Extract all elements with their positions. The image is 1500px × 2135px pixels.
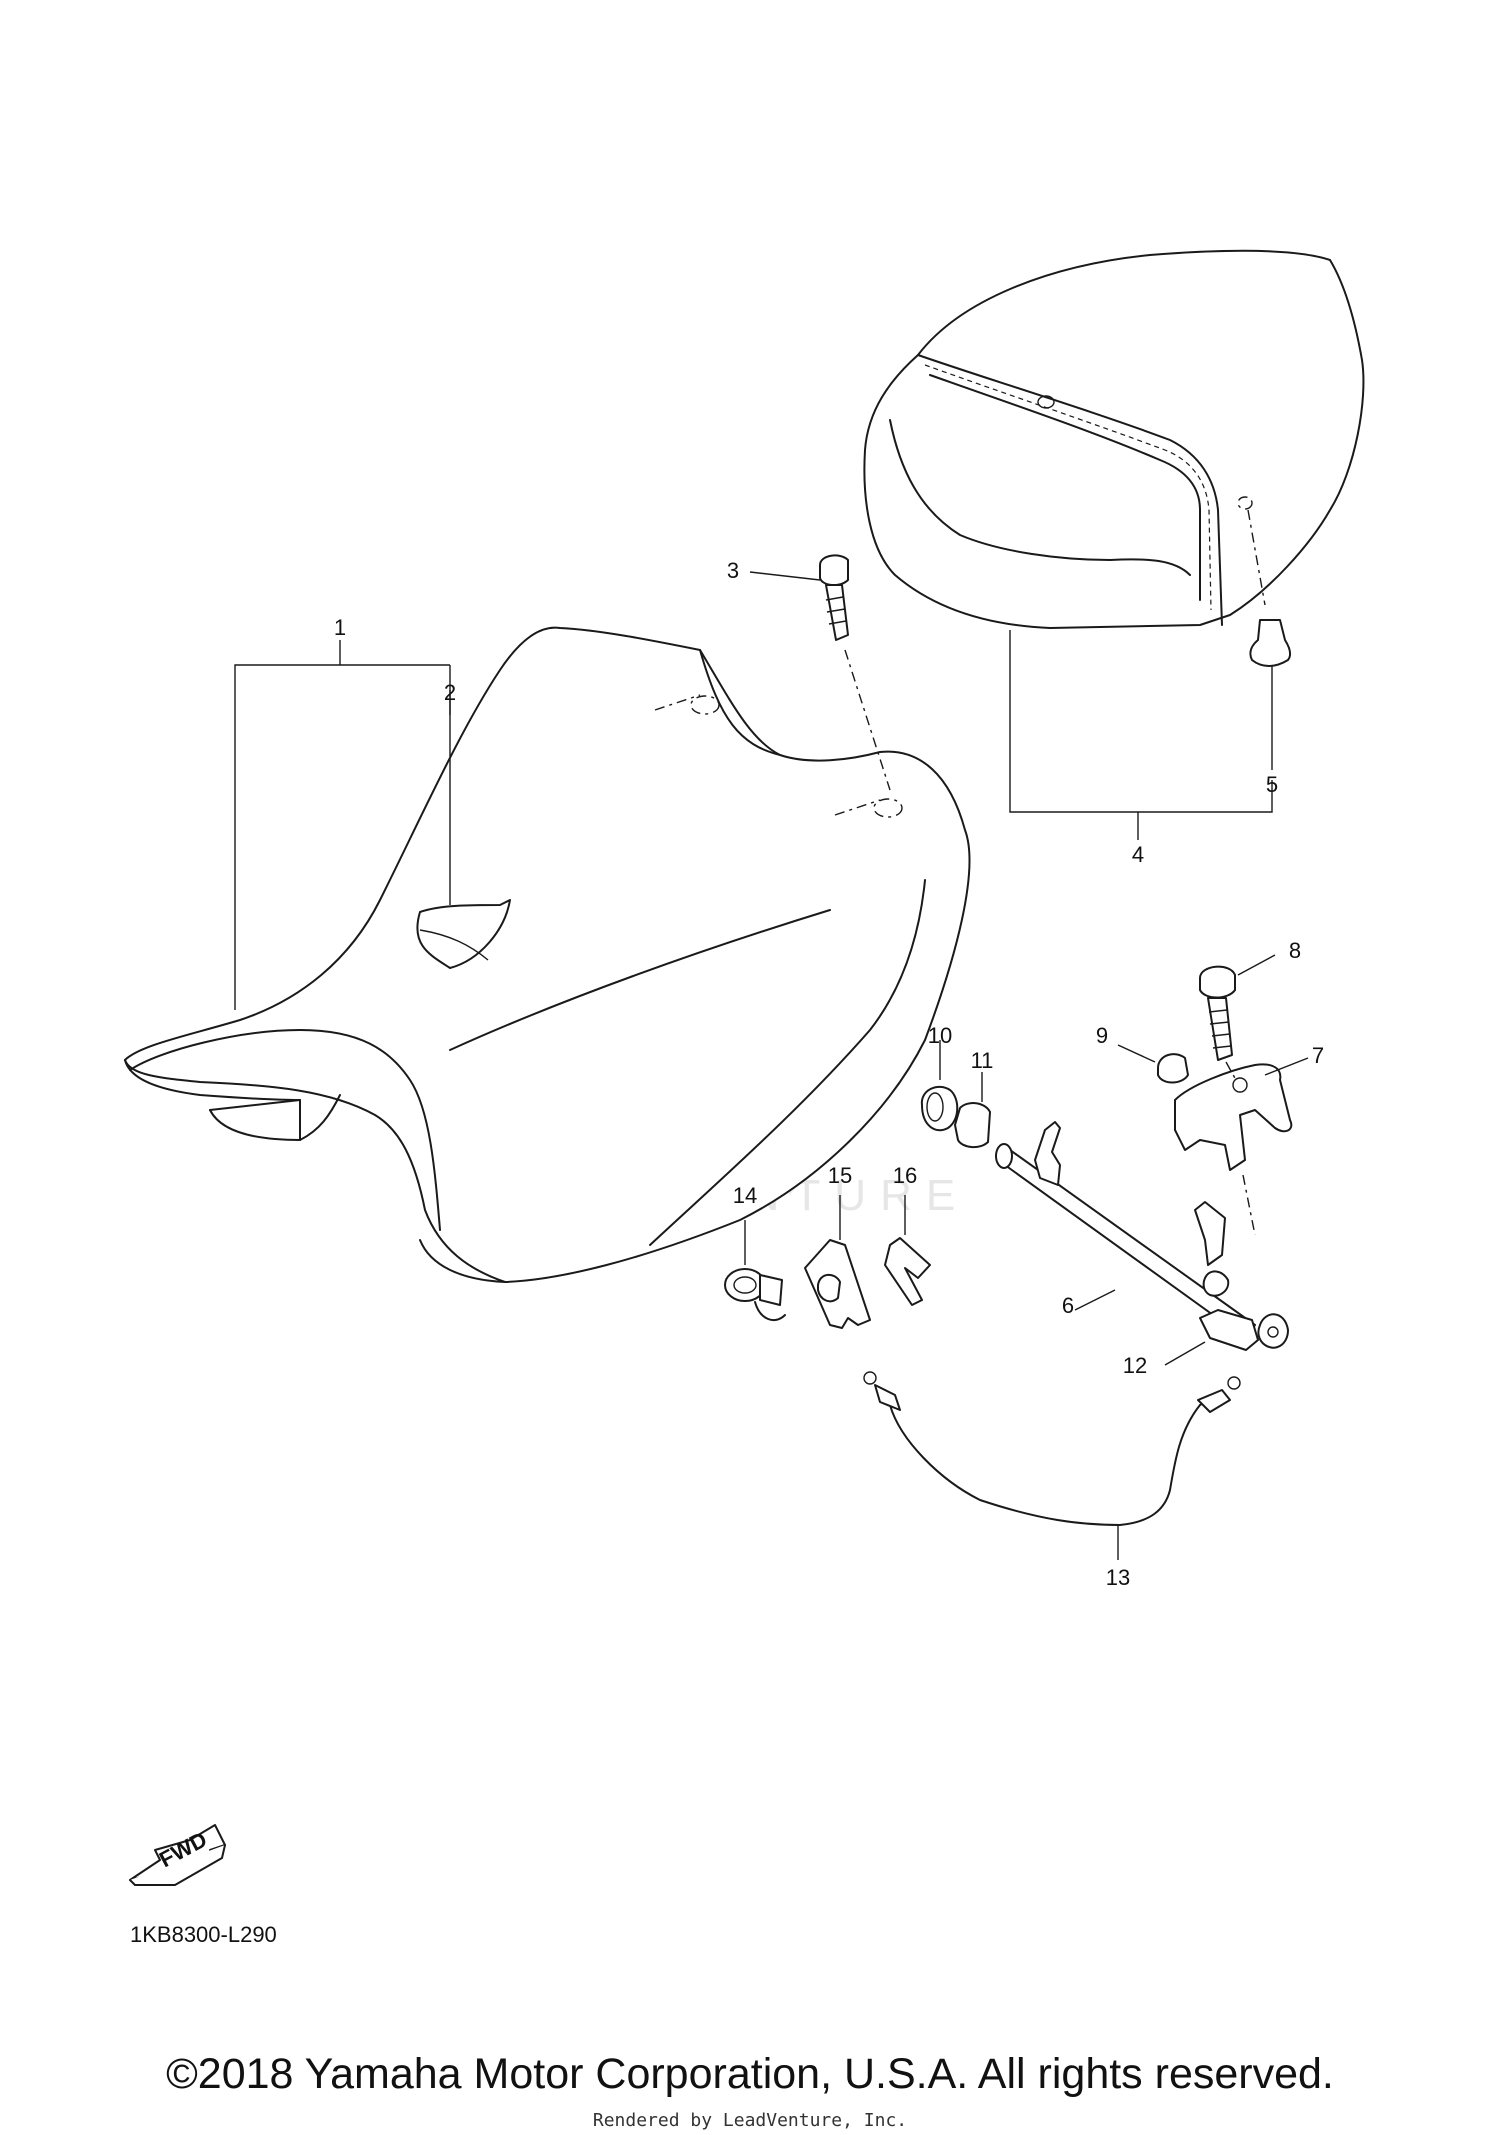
drawing-code: 1KB8300-L290: [130, 1922, 277, 1947]
callout-5: 5: [1266, 772, 1278, 797]
callout-6: 6: [1062, 1293, 1074, 1318]
copyright-text: ©2018 Yamaha Motor Corporation, U.S.A. A…: [166, 2050, 1334, 2098]
callout-13: 13: [1106, 1565, 1130, 1590]
collar-11: [954, 1072, 991, 1148]
callout-1: 1: [334, 615, 346, 640]
callout-11: 11: [971, 1048, 994, 1073]
callout-labels: 1 2 3 4 5 6 7 8 9 10 11 12 13 14 15 16: [334, 558, 1324, 1590]
callout-4: 4: [1132, 842, 1144, 867]
seat-strap: [416, 899, 511, 969]
clip-16: [884, 1195, 931, 1306]
leader-lines: [234, 630, 1273, 1010]
callout-8: 8: [1289, 938, 1301, 963]
rendered-by-text: Rendered by LeadVenture, Inc.: [592, 2110, 908, 2131]
grommet-10: [920, 1040, 959, 1132]
fwd-arrow-icon: FWD: [129, 1824, 226, 1886]
callout-14: 14: [733, 1183, 757, 1208]
callout-12: 12: [1123, 1353, 1147, 1378]
holder-12: [1164, 1309, 1259, 1366]
bolt-8: [1199, 954, 1276, 1081]
callout-7: 7: [1312, 1043, 1324, 1068]
grommet-5: [1247, 509, 1292, 770]
lock-rod-assembly: [995, 1121, 1289, 1349]
callout-15: 15: [828, 1163, 852, 1188]
callout-3: 3: [727, 558, 739, 583]
callout-16: 16: [893, 1163, 917, 1188]
key-lock-14: [724, 1220, 786, 1322]
bolt-3: [749, 554, 891, 791]
callout-2: 2: [444, 680, 456, 705]
collar-9: [1117, 1044, 1189, 1084]
plate-15: [804, 1195, 871, 1329]
front-seat: [124, 626, 971, 1283]
bracket-7: [1174, 1057, 1309, 1236]
cable-13: [863, 1371, 1241, 1560]
callout-10: 10: [928, 1023, 952, 1048]
callout-9: 9: [1096, 1023, 1108, 1048]
rear-seat: [863, 249, 1365, 629]
